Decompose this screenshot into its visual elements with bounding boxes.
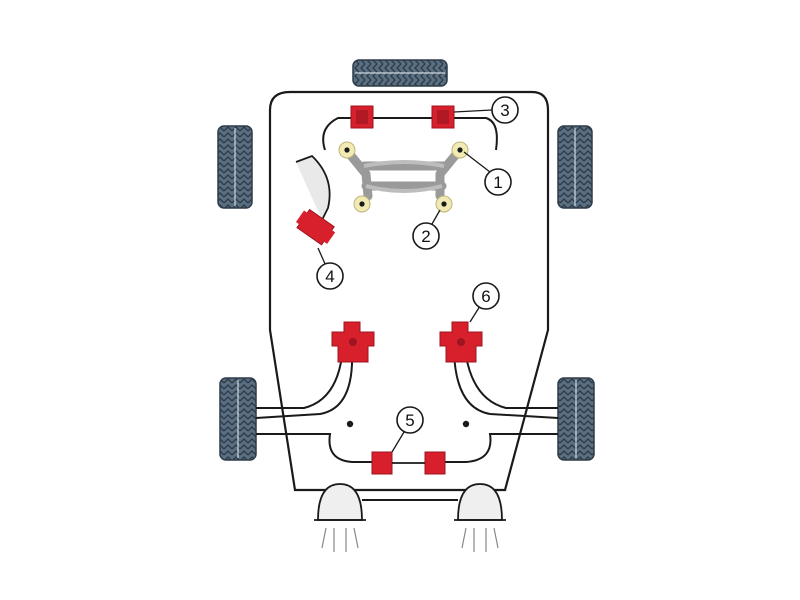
callout-4-label: 4 [325, 267, 334, 286]
front-left-link [295, 154, 331, 221]
callout-3-label: 3 [500, 101, 509, 120]
callout-2-label: 2 [421, 227, 430, 246]
bush-front-right [431, 105, 455, 129]
wheel-rear-left [219, 377, 257, 461]
wheel-front-right [557, 125, 593, 209]
mount-front-left-top [338, 141, 356, 159]
mount-front-right-top [451, 141, 469, 159]
front-arm-outline [322, 117, 498, 151]
bush-steering-rack [295, 208, 336, 246]
bush-rear-right-large [439, 321, 483, 363]
callout-5-label: 5 [405, 411, 414, 430]
mount-front-left-bottom [353, 195, 371, 213]
bush-rear-diff-right [424, 451, 446, 475]
bush-rear-diff-left [371, 451, 393, 475]
rear-axle-right [444, 433, 558, 463]
rear-axle-left [256, 433, 376, 463]
rear-left-trailing-arm [255, 351, 354, 419]
callout-1-label: 1 [493, 173, 502, 192]
rear-left-pivot [346, 420, 354, 428]
wheel-rear-right [557, 377, 595, 461]
bush-rear-left-large [331, 321, 375, 363]
rear-right-trailing-arm [453, 351, 559, 419]
mount-front-right-bottom [435, 195, 453, 213]
wheel-front-center [352, 59, 448, 87]
car-body-outline [268, 90, 550, 492]
bush-front-left [350, 105, 374, 129]
rear-right-pivot [462, 420, 470, 428]
lamp-left-icon [314, 483, 366, 552]
callout-6: 6 [469, 282, 500, 323]
callout-2: 2 [412, 209, 441, 250]
callout-3: 3 [453, 96, 519, 124]
callout-6-label: 6 [481, 287, 490, 306]
callout-5: 5 [391, 406, 424, 453]
callout-1: 1 [463, 151, 512, 196]
wheel-front-left [217, 125, 253, 209]
callout-4: 4 [316, 247, 344, 290]
lamp-right-icon [454, 483, 506, 552]
front-subframe [343, 147, 463, 201]
